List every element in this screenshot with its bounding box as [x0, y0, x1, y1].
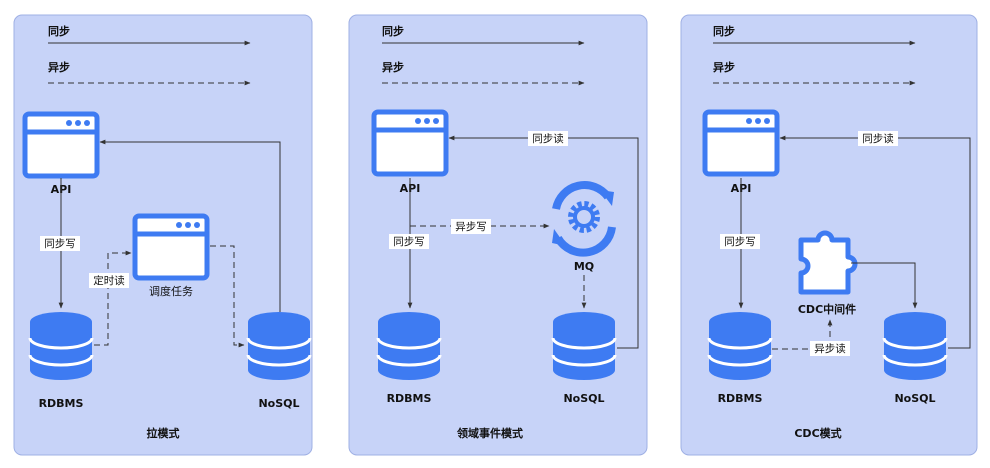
panel-pull-mode: 同步 异步 API 调度任务 RDBMS NoSQL 同步写 定时读 拉模式: [13, 14, 313, 456]
rdbms-label: RDBMS: [718, 392, 763, 405]
rdbms-database-icon: [707, 310, 773, 382]
nosql-database-icon: [246, 310, 312, 382]
edge-sync-read-label: 同步读: [532, 132, 564, 145]
scheduler-browser-icon: [135, 216, 207, 278]
cdc-label: CDC中间件: [798, 302, 856, 316]
edge-label-bg: [528, 131, 568, 146]
scheduler-label: 调度任务: [149, 284, 193, 298]
edge-label-bg: [89, 273, 129, 288]
nosql-label: NoSQL: [563, 392, 604, 405]
edge-async-write-label: 异步写: [455, 221, 487, 233]
api-browser-icon: [705, 112, 777, 174]
edge-label-bg: [720, 234, 760, 249]
edge-label-bg: [451, 219, 491, 234]
edge-label-bg: [810, 341, 850, 356]
cdc-puzzle-icon: [798, 230, 858, 295]
nosql-label: NoSQL: [894, 392, 935, 405]
panel-title: 拉模式: [147, 426, 180, 440]
panel-title: CDC模式: [794, 426, 841, 440]
api-browser-icon: [25, 114, 97, 176]
panel-cdc-mode: 同步 异步 API CDC中间件 RDBMS NoSQL 同步读 同步写 异步读…: [680, 14, 978, 456]
edge-sync-write-label: 同步写: [393, 236, 425, 248]
nosql-database-icon: [882, 310, 948, 382]
edge-sync-write-label: 同步写: [44, 238, 76, 250]
rdbms-label: RDBMS: [387, 392, 432, 405]
mq-label: MQ: [574, 260, 594, 273]
rdbms-label: RDBMS: [39, 397, 84, 410]
edge-scheduler-to-nosql: [210, 245, 245, 348]
mq-sync-gear-icon: [552, 181, 616, 257]
edge-timed-read-label: 定时读: [93, 274, 125, 287]
api-browser-icon: [374, 112, 446, 174]
legend-async-label: 异步: [48, 60, 70, 74]
legend-async-label: 异步: [713, 60, 735, 74]
edge-async-read-label: 异步读: [814, 342, 846, 355]
edge-sync-write-label: 同步写: [724, 236, 756, 248]
edge-label-bg: [389, 234, 429, 249]
nosql-database-icon: [551, 310, 617, 382]
rdbms-database-icon: [376, 310, 442, 382]
edge-cdc-to-nosql: [851, 262, 918, 309]
panel-domain-event-mode: 同步 异步 API MQ RDBMS NoSQL 同步读 异步写: [348, 14, 648, 456]
edge-label-bg: [40, 236, 80, 251]
legend-sync-label: 同步: [48, 24, 70, 38]
legend-sync-label: 同步: [382, 24, 404, 38]
edge-nosql-to-api: [99, 139, 281, 312]
nosql-label: NoSQL: [258, 397, 299, 410]
edge-label-bg: [858, 131, 898, 146]
legend-async-label: 异步: [382, 60, 404, 74]
legend-sync-label: 同步: [713, 24, 735, 38]
panel-title: 领域事件模式: [456, 426, 523, 440]
edge-rdbms-to-scheduler: [94, 250, 132, 346]
edge-sync-read-label: 同步读: [862, 132, 894, 145]
rdbms-database-icon: [28, 310, 94, 382]
